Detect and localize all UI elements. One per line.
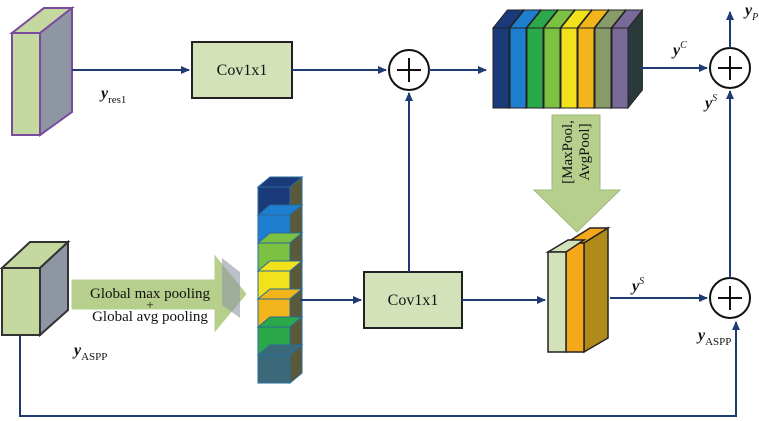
sum-output-operator (709, 47, 751, 89)
label-y-res1: yres1 (99, 85, 126, 106)
conv-bottom-label: Cov1x1 (388, 292, 439, 309)
connectors (19, 11, 740, 417)
label-y-aspp: yASPP (72, 342, 107, 363)
maxpool-text-line1: [MaxPool, (560, 120, 576, 184)
feature-map-slice (610, 8, 644, 110)
conv-bottom-box (363, 271, 463, 329)
channel-cube (256, 343, 304, 385)
sum-bottom-operator (709, 277, 751, 319)
label-y-p: yP (743, 2, 758, 23)
spatial-attention-feature-block (545, 226, 611, 354)
label-y-c: yC (671, 40, 687, 59)
global-pooling-arrow-shade (222, 258, 240, 318)
conv-top-label: Cov1x1 (217, 62, 268, 79)
global-pooling-arrow (71, 254, 247, 333)
maxpool-avgpool-arrow (532, 114, 622, 233)
label-y-s-bottom: yS (630, 276, 644, 295)
label-y-aspp-2: yASPP (696, 327, 731, 348)
label-y-s-top: yS (703, 93, 717, 112)
y-aspp-feature-block (0, 239, 71, 338)
pooled-channel-vector (256, 175, 304, 385)
pooling-text-line3: Global avg pooling (92, 309, 208, 325)
pooling-text-line2: + (146, 297, 153, 312)
maxpool-text-line2: AvgPool] (577, 123, 593, 180)
sum-top-operator (388, 49, 430, 91)
channel-attention-feature-stack (491, 8, 644, 110)
y-res1-feature-block (9, 5, 75, 137)
pooling-text-line1: Global max pooling (90, 286, 210, 302)
conv-top-box (191, 41, 293, 99)
arrow-aspp-skip (19, 321, 740, 417)
